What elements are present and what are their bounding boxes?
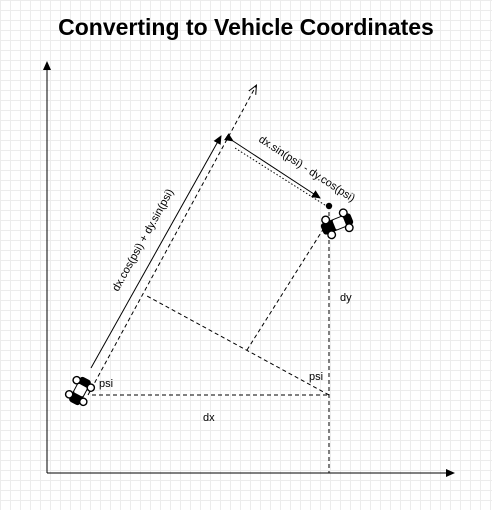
ego-vehicle — [64, 375, 96, 407]
car-icon — [320, 208, 354, 240]
car-icon — [64, 375, 96, 407]
lateral-projection-arrow — [224, 133, 321, 199]
psi-label-vehicle: psi — [99, 378, 113, 390]
target-to-heading-dotted — [234, 147, 329, 208]
diagram-title: Converting to Vehicle Coordinates — [58, 14, 434, 40]
psi-label-target: psi — [309, 371, 323, 383]
target-vehicle — [320, 208, 354, 240]
vehicle-heading-line — [87, 86, 256, 396]
dy-label: dy — [340, 292, 352, 304]
dx-label: dx — [203, 412, 215, 424]
forward-projection-arrow — [90, 135, 222, 369]
dx-projection-perpendicular — [146, 295, 330, 396]
forward-projection-label: dx.cos(psi) + dy.sin(psi) — [110, 187, 176, 293]
target-point — [325, 202, 333, 210]
dy-parallel-line — [246, 219, 330, 351]
